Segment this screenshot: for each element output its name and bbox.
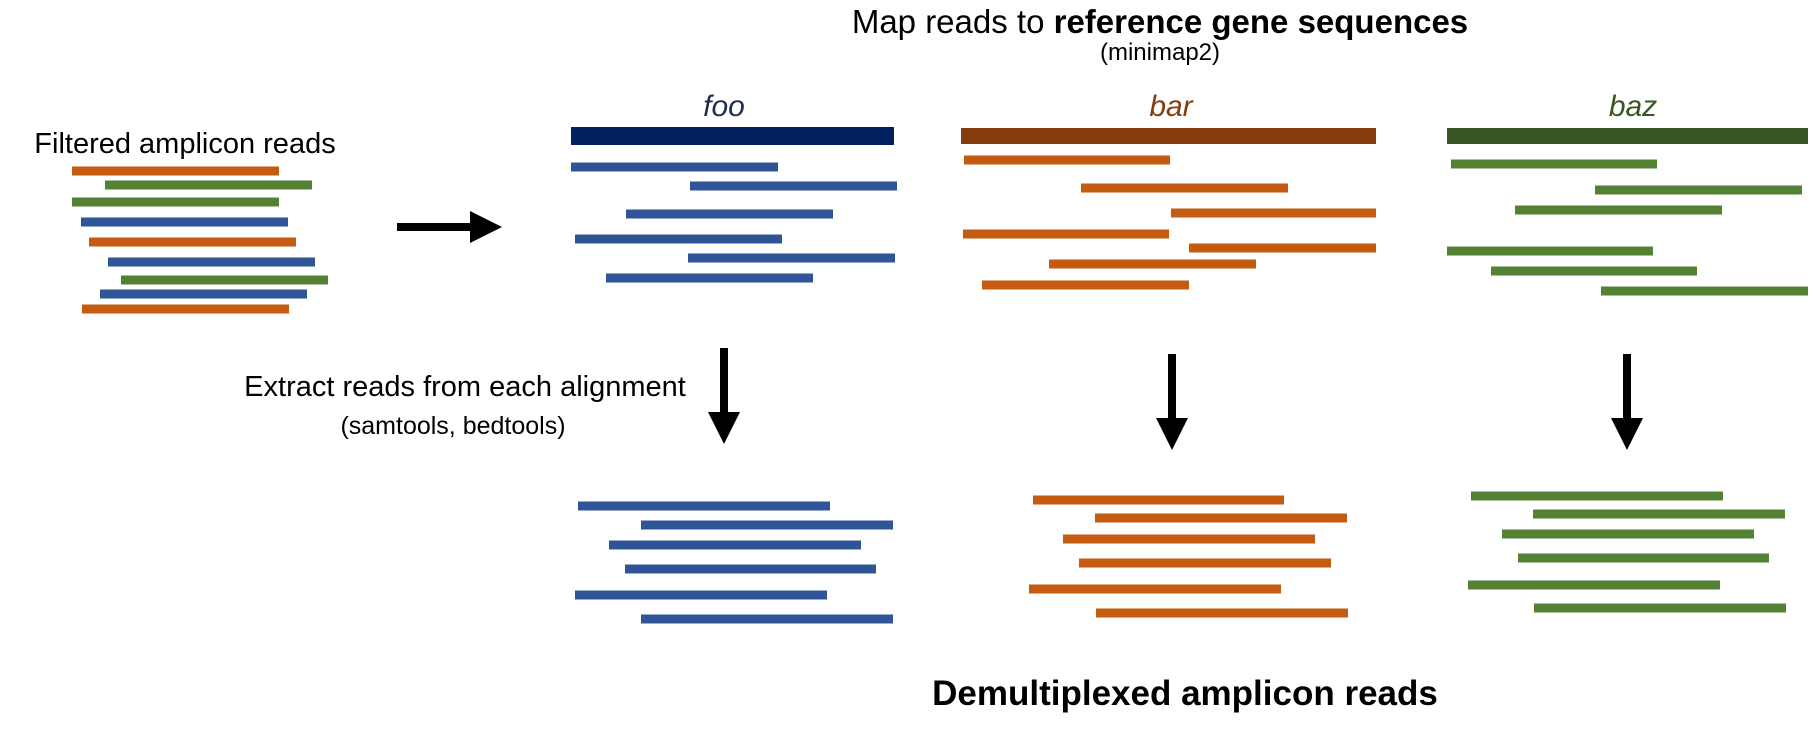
output-read-foo [641,520,893,530]
reference-bar-bar [961,128,1376,144]
input-reads-label: Filtered amplicon reads [34,128,335,160]
aligned-read-foo [606,273,813,283]
output-read-bar [1063,534,1315,544]
gene-name-foo: foo [703,90,745,123]
aligned-read-bar [1189,243,1376,253]
input-read [121,275,328,285]
output-read-foo [625,564,876,574]
output-read-bar [1033,495,1284,505]
output-read-bar [1029,584,1281,594]
output-read-foo [641,614,893,624]
output-read-baz [1533,509,1785,519]
aligned-read-bar [964,155,1170,165]
output-reads-label: Demultiplexed amplicon reads [932,674,1438,713]
output-read-foo [578,501,830,511]
gene-name-baz: baz [1609,90,1657,123]
aligned-read-baz [1451,159,1657,169]
output-read-foo [609,540,861,550]
aligned-read-bar [1171,208,1376,218]
output-read-baz [1471,491,1723,501]
aligned-read-bar [1081,183,1288,193]
extract-tools-label: (samtools, bedtools) [340,412,565,440]
output-read-bar [1095,513,1347,523]
aligned-read-baz [1595,185,1802,195]
aligned-read-bar [1049,259,1256,269]
gene-name-bar: bar [1149,90,1193,123]
input-read [72,166,279,176]
output-read-foo [575,590,827,600]
aligned-read-foo [688,253,895,263]
output-read-bar [1079,558,1331,568]
aligned-read-bar [982,280,1189,290]
aligned-read-foo [690,181,897,191]
input-read [105,180,312,190]
output-read-baz [1502,529,1754,539]
aligned-read-bar [963,229,1169,239]
aligned-read-baz [1491,266,1697,276]
input-read [81,217,288,227]
output-read-baz [1534,603,1786,613]
input-read [82,304,289,314]
output-read-baz [1468,580,1720,590]
reference-bar-foo [571,127,894,145]
aligned-read-foo [571,162,778,172]
output-read-baz [1518,553,1769,563]
output-read-bar [1096,608,1348,618]
input-read [100,289,307,299]
extract-reads-label: Extract reads from each alignment [244,371,686,403]
aligned-read-baz [1601,286,1808,296]
aligned-read-baz [1515,205,1722,215]
input-read [108,257,315,267]
aligned-read-foo [575,234,782,244]
aligned-read-baz [1447,246,1653,256]
input-read [89,237,296,247]
mapping-tool-label: (minimap2) [1100,39,1220,66]
aligned-read-foo [626,209,833,219]
input-read [72,197,279,207]
diagram-title: Map reads to reference gene sequences [852,3,1468,40]
reference-bar-baz [1447,128,1808,144]
